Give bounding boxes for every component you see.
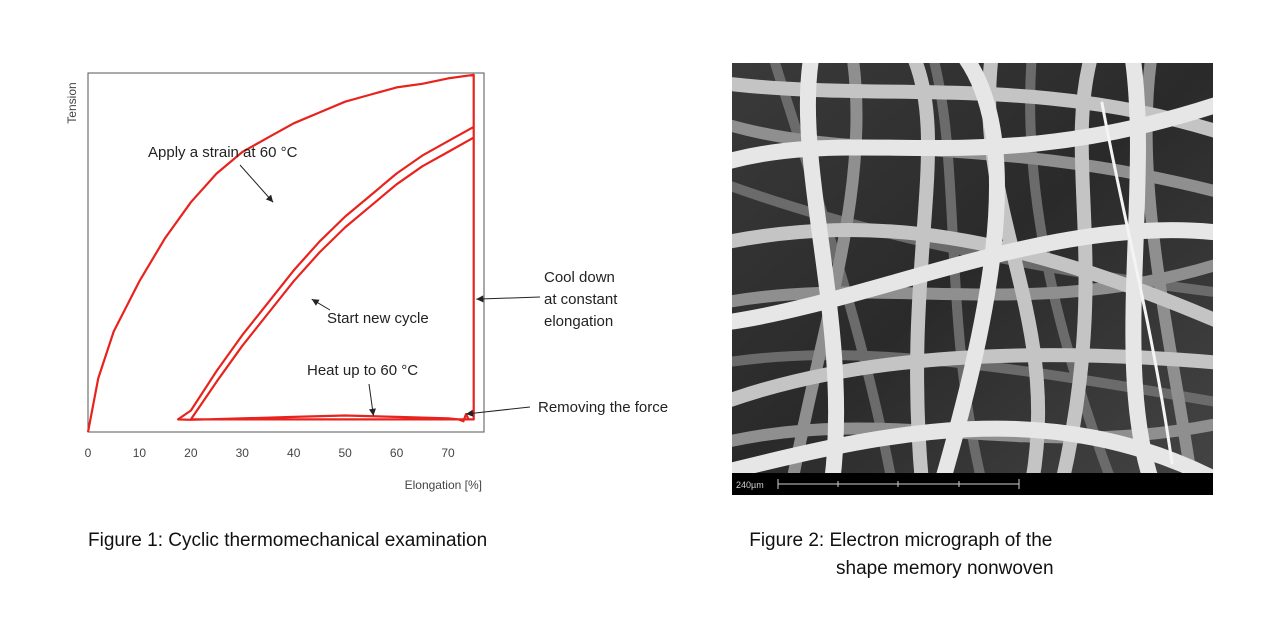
x-tick-label: 30 (236, 446, 250, 460)
annotation-arrow-head (265, 194, 274, 203)
x-tick-label: 40 (287, 446, 301, 460)
annotation-arrow-line (239, 164, 274, 203)
annotation-label: Cool down (544, 269, 615, 286)
annotation-label: at constant (544, 291, 618, 308)
figure-2-caption-line-2: shape memory nonwoven (836, 558, 1054, 579)
figure-2-caption: Figure 2: Electron micrograph of the sha… (748, 527, 1054, 583)
x-tick-label: 60 (390, 446, 404, 460)
annotation-arrow-head (368, 408, 376, 416)
annotation-arrow-head (466, 409, 474, 417)
x-tick-label: 20 (184, 446, 198, 460)
figure-1-caption: Figure 1: Cyclic thermomechanical examin… (88, 530, 488, 551)
annotations: Apply a strain at 60 °C Start new cycle Co… (148, 144, 668, 416)
scale-bar-label: 240µm (736, 480, 764, 490)
annotation-arrow-line (465, 406, 531, 415)
annotation-label: Apply a strain at 60 °C (148, 144, 298, 161)
x-tick-label: 70 (441, 446, 455, 460)
x-tick-label: 50 (338, 446, 352, 460)
annotation-arrow-head (311, 299, 320, 306)
annotation-arrow-head (476, 295, 484, 303)
annotation-label: Start new cycle (327, 310, 429, 327)
annotation-label: Heat up to 60 °C (307, 362, 418, 379)
plot-frame (87, 72, 485, 433)
y-axis-title: Tension (65, 82, 79, 123)
x-tick-label: 0 (85, 446, 92, 460)
figure-2-caption-line-1: Figure 2: Electron micrograph of the (749, 530, 1053, 551)
x-axis-ticks: 0 10 20 30 40 50 60 70 (85, 446, 455, 460)
annotation-arrow-line (476, 296, 541, 300)
electron-micrograph: 240µm (714, 45, 1230, 495)
annotation-label: Removing the force (538, 399, 668, 416)
tension-elongation-curve (86, 73, 475, 433)
x-tick-label: 10 (133, 446, 147, 460)
x-axis-title: Elongation [%] (405, 478, 482, 492)
annotation-arrows (239, 164, 541, 417)
annotation-label: elongation (544, 313, 613, 330)
scale-bar (777, 479, 1020, 489)
